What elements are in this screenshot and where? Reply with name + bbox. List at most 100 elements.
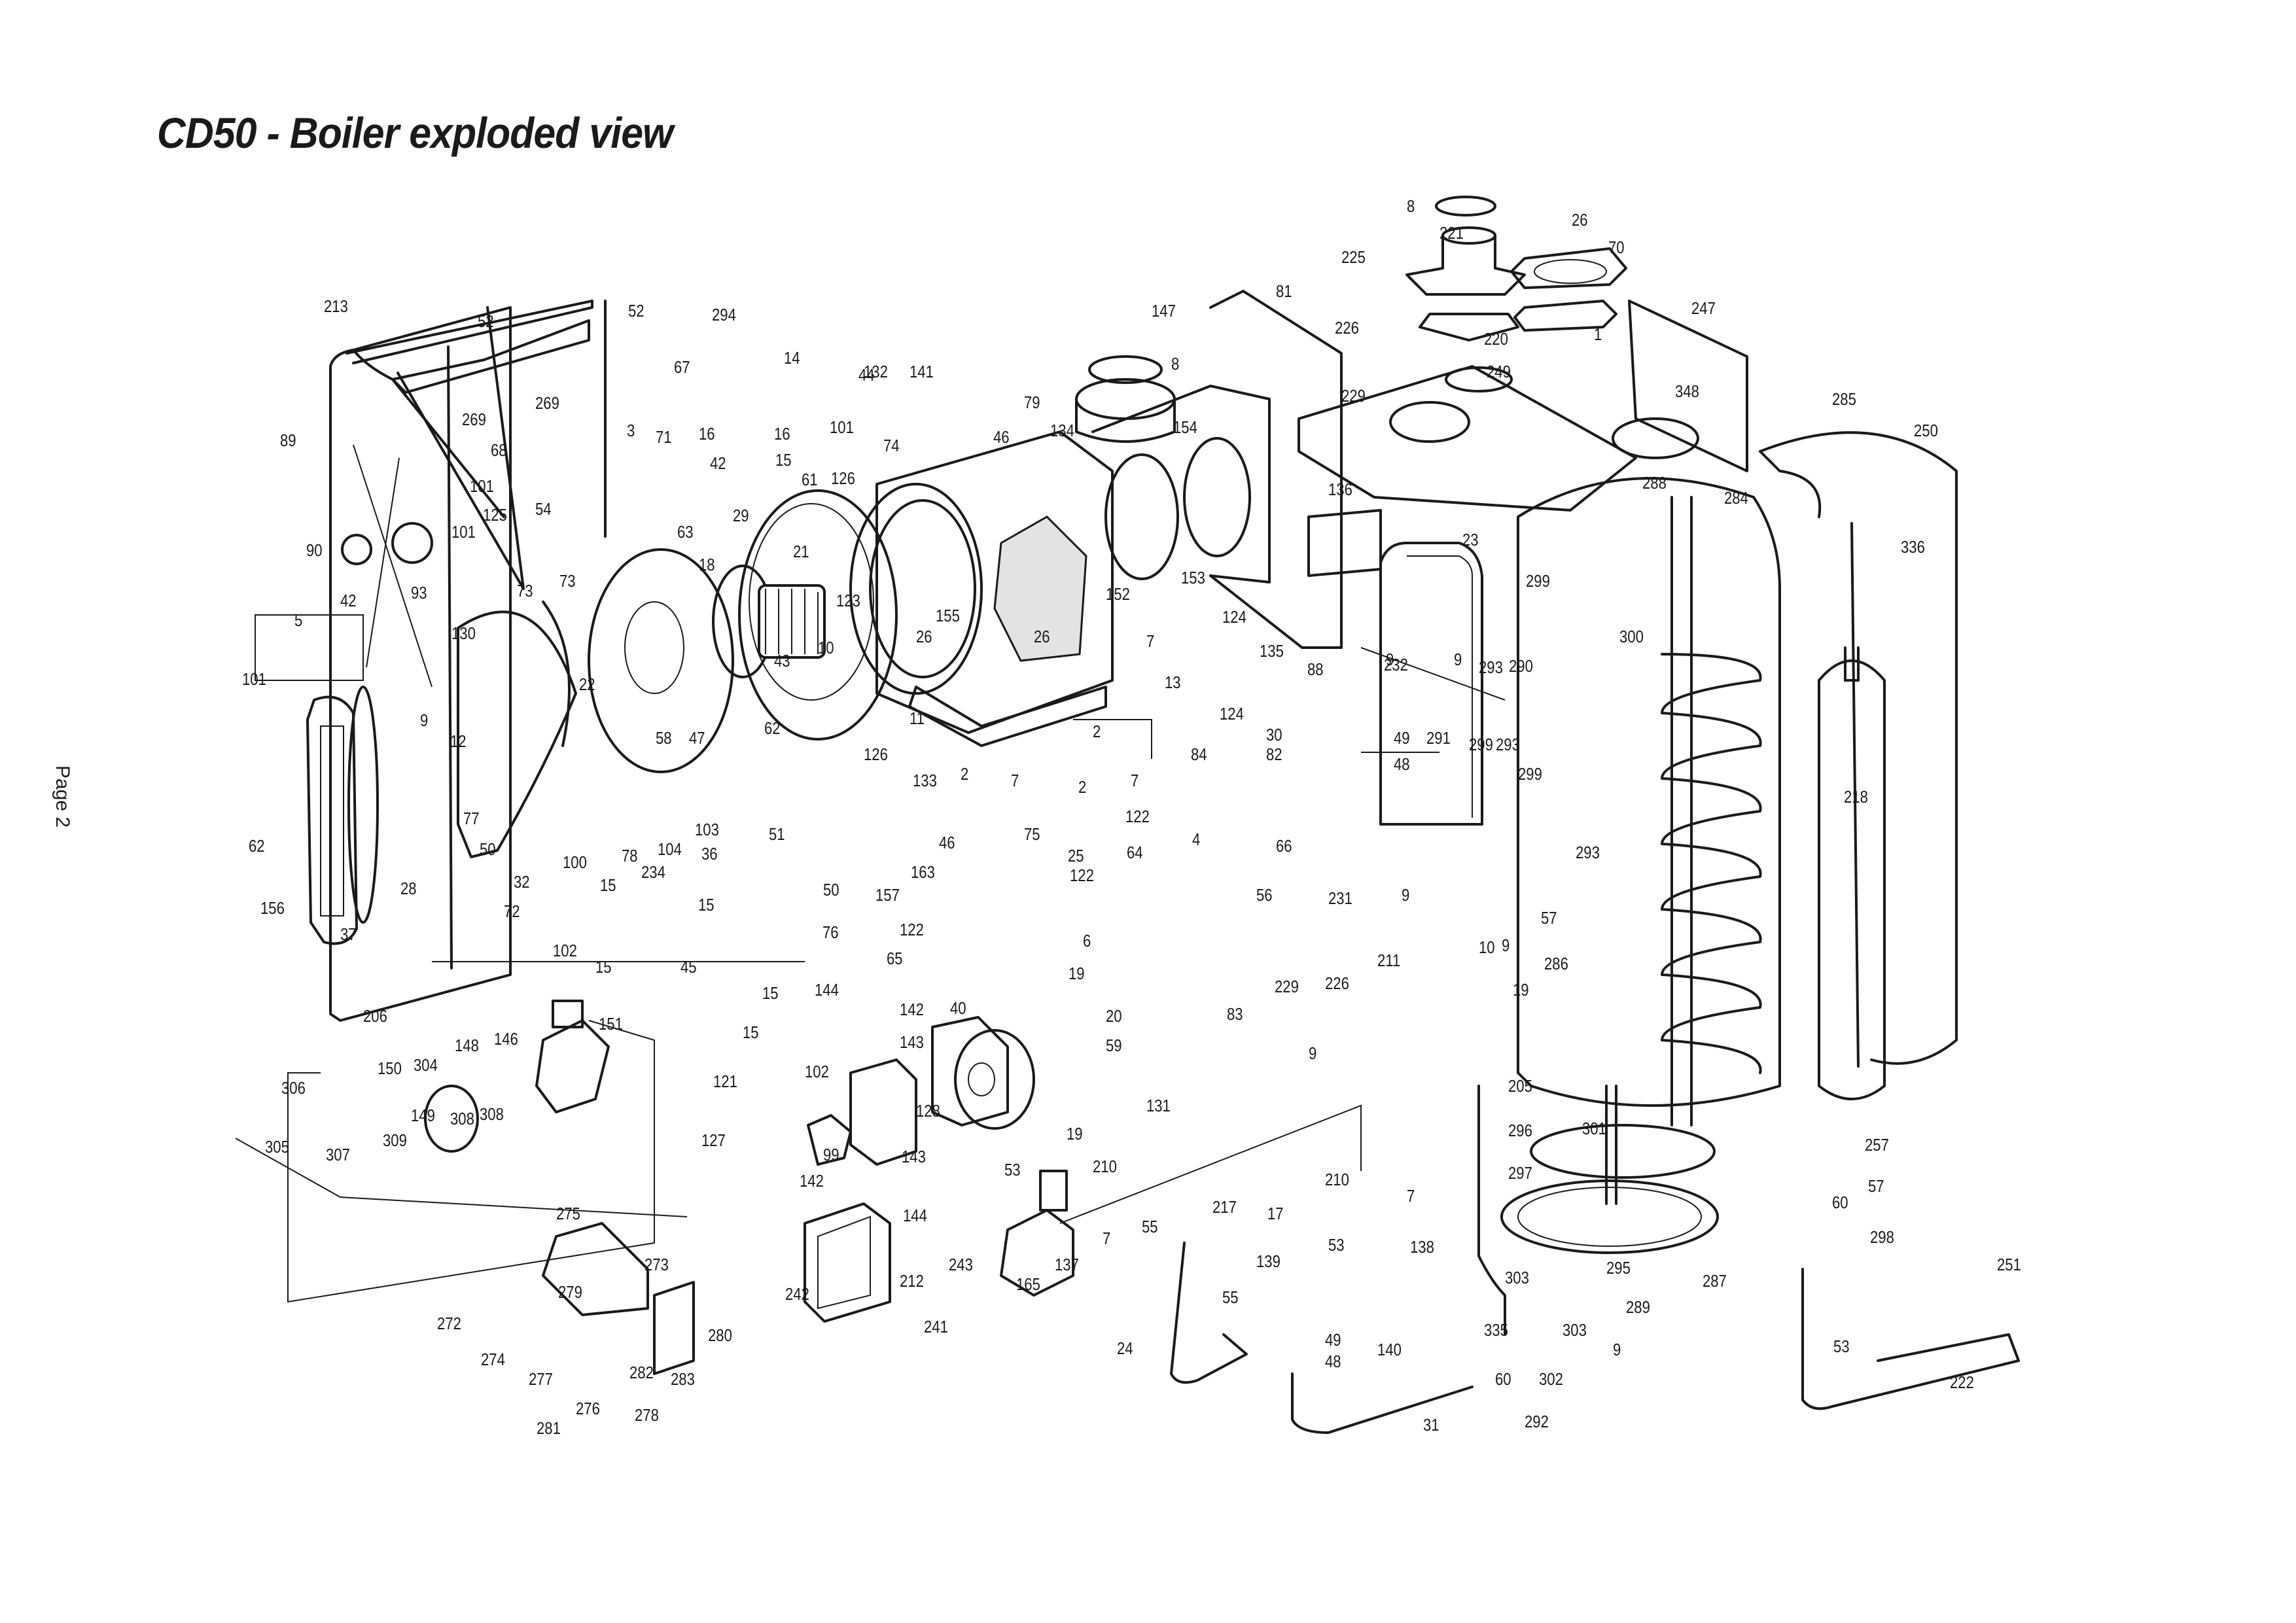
callout-part-68: 68 — [491, 440, 507, 460]
callout-part-300: 300 — [1619, 627, 1644, 646]
callout-part-348: 348 — [1675, 381, 1699, 401]
cylinder-285 — [1759, 431, 1958, 1068]
callout-part-2: 2 — [961, 764, 969, 784]
callout-part-12: 12 — [450, 731, 467, 751]
callout-part-147: 147 — [1152, 301, 1176, 321]
callout-part-10: 9 — [1502, 935, 1510, 955]
callout-part-1: 1 — [1594, 324, 1602, 344]
callout-part-293: 293 — [1496, 735, 1520, 754]
callout-part-153: 153 — [1181, 568, 1205, 587]
callout-part-335: 335 — [1484, 1320, 1508, 1340]
callout-part-276: 276 — [576, 1399, 600, 1418]
callout-part-211: 211 — [1377, 951, 1401, 970]
callout-part-99: 99 — [823, 1145, 839, 1164]
callout-part-280: 280 — [708, 1325, 732, 1345]
callout-part-3: 3 — [627, 421, 635, 440]
callout-part-293: 293 — [1576, 843, 1600, 862]
callout-part-269: 269 — [462, 410, 486, 429]
callout-part-336: 336 — [1901, 537, 1925, 557]
callout-part-44: 44 — [858, 365, 875, 385]
callout-part-61: 61 — [802, 470, 818, 489]
callout-part-304: 304 — [414, 1055, 438, 1075]
callout-part-274: 274 — [481, 1350, 505, 1369]
callout-part-55: 55 — [1222, 1287, 1239, 1307]
callout-part-243: 243 — [949, 1255, 973, 1274]
callout-part-126: 126 — [864, 744, 888, 764]
callout-part-20: 20 — [1106, 1006, 1122, 1026]
callout-part-142: 142 — [800, 1171, 824, 1191]
callout-part-213: 213 — [324, 296, 348, 316]
callout-part-157: 157 — [875, 885, 900, 905]
callout-part-127: 127 — [701, 1130, 726, 1150]
callout-part-229: 229 — [1341, 386, 1366, 406]
callout-part-133: 133 — [913, 771, 937, 790]
callout-part-234: 234 — [641, 862, 665, 882]
callout-part-126: 126 — [831, 468, 855, 488]
callout-part-218: 218 — [1844, 787, 1868, 807]
callout-part-50: 50 — [480, 839, 496, 859]
callout-part-54: 54 — [535, 499, 552, 519]
frame-rail-52 — [345, 300, 607, 590]
callout-part-88: 88 — [1307, 659, 1324, 679]
callout-part-165: 165 — [1016, 1274, 1040, 1294]
callout-part-2: 2 — [1078, 777, 1087, 797]
pipe-31 — [1291, 1372, 1474, 1434]
gas-valve-128 — [807, 1058, 917, 1166]
callout-part-46: 46 — [993, 427, 1010, 447]
callout-part-229: 229 — [1275, 977, 1299, 996]
callout-part-77: 77 — [463, 809, 480, 828]
callout-part-23: 23 — [1462, 530, 1479, 550]
callout-part-124: 124 — [1220, 704, 1244, 724]
callout-part-296: 296 — [1508, 1121, 1532, 1140]
callout-part-309: 309 — [383, 1130, 407, 1150]
callout-part-128: 128 — [916, 1101, 940, 1121]
callout-part-7: 7 — [1131, 771, 1139, 790]
callout-part-62: 62 — [249, 836, 265, 856]
callout-part-47: 47 — [689, 728, 705, 748]
callout-part-151: 151 — [599, 1014, 623, 1034]
callout-part-257: 257 — [1865, 1135, 1889, 1155]
callout-part-90: 90 — [306, 540, 323, 560]
callout-part-26: 26 — [1572, 210, 1588, 230]
callout-part-294: 294 — [712, 305, 736, 324]
callout-part-52: 52 — [478, 311, 494, 331]
callout-part-102: 102 — [553, 941, 577, 960]
callout-part-142: 142 — [900, 1000, 924, 1019]
callout-part-275: 275 — [556, 1204, 580, 1223]
callout-part-222: 222 — [1950, 1372, 1974, 1392]
callout-part-123: 123 — [836, 591, 860, 610]
heat-exchanger-74 — [849, 430, 1114, 747]
callout-part-25: 25 — [1068, 846, 1084, 865]
callout-part-53: 53 — [1328, 1235, 1345, 1255]
callout-part-76: 76 — [822, 922, 839, 942]
callout-part-293: 293 — [1479, 657, 1503, 677]
callout-part-136: 136 — [1328, 480, 1352, 499]
callout-part-101: 101 — [242, 669, 266, 689]
callout-part-247: 247 — [1691, 298, 1716, 318]
callout-part-100: 100 — [563, 852, 587, 872]
callout-part-299: 299 — [1518, 764, 1542, 784]
side-panel-89 — [329, 306, 512, 1022]
callout-part-15: 15 — [600, 875, 616, 895]
callout-part-19: 19 — [1513, 980, 1529, 1000]
callout-part-30: 30 — [1266, 725, 1282, 744]
callout-part-15: 15 — [698, 895, 715, 915]
callout-part-299: 299 — [1526, 571, 1550, 591]
burner-plate-22 — [457, 601, 577, 858]
callout-part-285: 285 — [1832, 389, 1856, 409]
coil-300 — [1661, 496, 1762, 1126]
page-title: CD50 - Boiler exploded view — [157, 109, 673, 157]
callout-part-59: 59 — [1106, 1036, 1122, 1055]
callout-part-210: 210 — [1325, 1170, 1349, 1189]
callout-part-13: 13 — [1165, 672, 1181, 692]
callout-part-102: 102 — [805, 1062, 829, 1081]
callout-part-73: 73 — [517, 581, 533, 601]
callout-part-122: 122 — [900, 920, 924, 939]
callout-part-60: 60 — [1832, 1193, 1848, 1212]
callout-part-48: 48 — [1394, 754, 1410, 774]
callout-part-53: 53 — [1833, 1336, 1850, 1356]
callout-part-40: 40 — [950, 998, 966, 1018]
callout-part-281: 281 — [537, 1418, 561, 1438]
callout-part-301: 301 — [1582, 1119, 1606, 1138]
callout-part-28: 28 — [400, 879, 417, 898]
